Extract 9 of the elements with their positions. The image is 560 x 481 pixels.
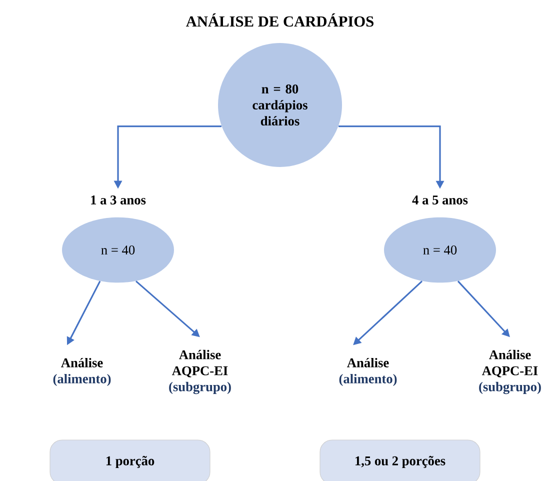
method-label: Análise AQPC-EI (subgrupo) [169, 350, 231, 394]
method-label: Análise AQPC-EI (subgrupo) [479, 350, 541, 394]
group-heading: 4 a 5 anos [412, 196, 468, 204]
method-label: Análise (alimento) [53, 358, 111, 386]
title: ANÁLISE DE CARDÁPIOS [186, 13, 374, 27]
portion-box: 1 porção [50, 440, 210, 481]
portion-box: 1,5 ou 2 porções [320, 440, 480, 481]
method-label: Análise (alimento) [339, 358, 397, 386]
group-heading: 1 a 3 anos [91, 196, 146, 204]
